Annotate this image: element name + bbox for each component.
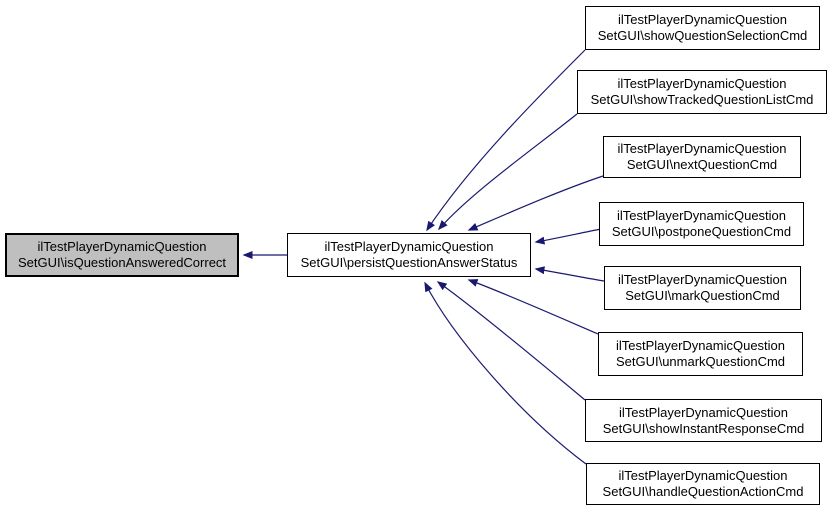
node-label-line1: ilTestPlayerDynamicQuestion (618, 468, 788, 483)
edge-handleQuestionActionCmd-to-persistQuestionAnswerStatus (424, 281, 587, 465)
edge-showQuestionSelectionCmd-to-persistQuestionAnswerStatus (426, 49, 586, 232)
node-label-line1: ilTestPlayerDynamicQuestion (617, 12, 788, 27)
node-markQuestionCmd[interactable]: ilTestPlayerDynamicQuestion SetGUI\markQ… (604, 266, 801, 310)
node-label-line1: ilTestPlayerDynamicQuestion (617, 141, 787, 156)
node-label-line2: SetGUI\showInstantResponseCmd (602, 420, 805, 436)
node-postponeQuestionCmd[interactable]: ilTestPlayerDynamicQuestion SetGUI\postp… (599, 202, 804, 246)
node-isQuestionAnsweredCorrect: ilTestPlayerDynamicQuestion SetGUI\isQue… (5, 233, 239, 277)
node-showTrackedQuestionListCmd[interactable]: ilTestPlayerDynamicQuestion SetGUI\showT… (577, 70, 827, 114)
node-label-line1: ilTestPlayerDynamicQuestion (616, 208, 787, 223)
node-label-line1: ilTestPlayerDynamicQuestion (615, 338, 786, 353)
node-label-line2: SetGUI\postponeQuestionCmd (611, 224, 792, 239)
edge-postponeQuestionCmd-to-persistQuestionAnswerStatus (534, 228, 602, 245)
node-label-line1: ilTestPlayerDynamicQuestion (617, 272, 788, 287)
edge-showInstantResponseCmd-to-persistQuestionAnswerStatus (436, 281, 586, 401)
node-label-line1: ilTestPlayerDynamicQuestion (617, 76, 787, 91)
node-unmarkQuestionCmd[interactable]: ilTestPlayerDynamicQuestion SetGUI\unmar… (598, 332, 803, 376)
edge-unmarkQuestionCmd-to-persistQuestionAnswerStatus (467, 279, 599, 335)
node-label-line2: SetGUI\isQuestionAnsweredCorrect (17, 255, 227, 270)
node-label-line2: SetGUI\persistQuestionAnswerStatus (300, 255, 518, 270)
node-label-line1: ilTestPlayerDynamicQuestion (37, 239, 207, 254)
node-showQuestionSelectionCmd[interactable]: ilTestPlayerDynamicQuestion SetGUI\showQ… (585, 6, 820, 50)
node-label-line1: ilTestPlayerDynamicQuestion (618, 404, 789, 420)
node-handleQuestionActionCmd[interactable]: ilTestPlayerDynamicQuestion SetGUI\handl… (586, 463, 820, 505)
node-label-line2: SetGUI\showQuestionSelectionCmd (597, 28, 808, 43)
node-label-line2: SetGUI\showTrackedQuestionListCmd (590, 92, 814, 107)
node-label-line2: SetGUI\nextQuestionCmd (626, 157, 778, 172)
edge-markQuestionCmd-to-persistQuestionAnswerStatus (534, 266, 605, 282)
node-persistQuestionAnswerStatus[interactable]: ilTestPlayerDynamicQuestion SetGUI\persi… (287, 233, 531, 277)
node-label-line2: SetGUI\markQuestionCmd (625, 288, 780, 303)
node-showInstantResponseCmd[interactable]: ilTestPlayerDynamicQuestion SetGUI\showI… (585, 399, 822, 442)
node-label-line1: ilTestPlayerDynamicQuestion (324, 239, 494, 254)
node-nextQuestionCmd[interactable]: ilTestPlayerDynamicQuestion SetGUI\nextQ… (603, 136, 801, 178)
node-label-line2: SetGUI\unmarkQuestionCmd (615, 354, 786, 369)
edge-nextQuestionCmd-to-persistQuestionAnswerStatus (467, 175, 604, 231)
node-label-line2: SetGUI\handleQuestionActionCmd (602, 484, 804, 499)
edge-showTrackedQuestionListCmd-to-persistQuestionAnswerStatus (438, 113, 578, 231)
